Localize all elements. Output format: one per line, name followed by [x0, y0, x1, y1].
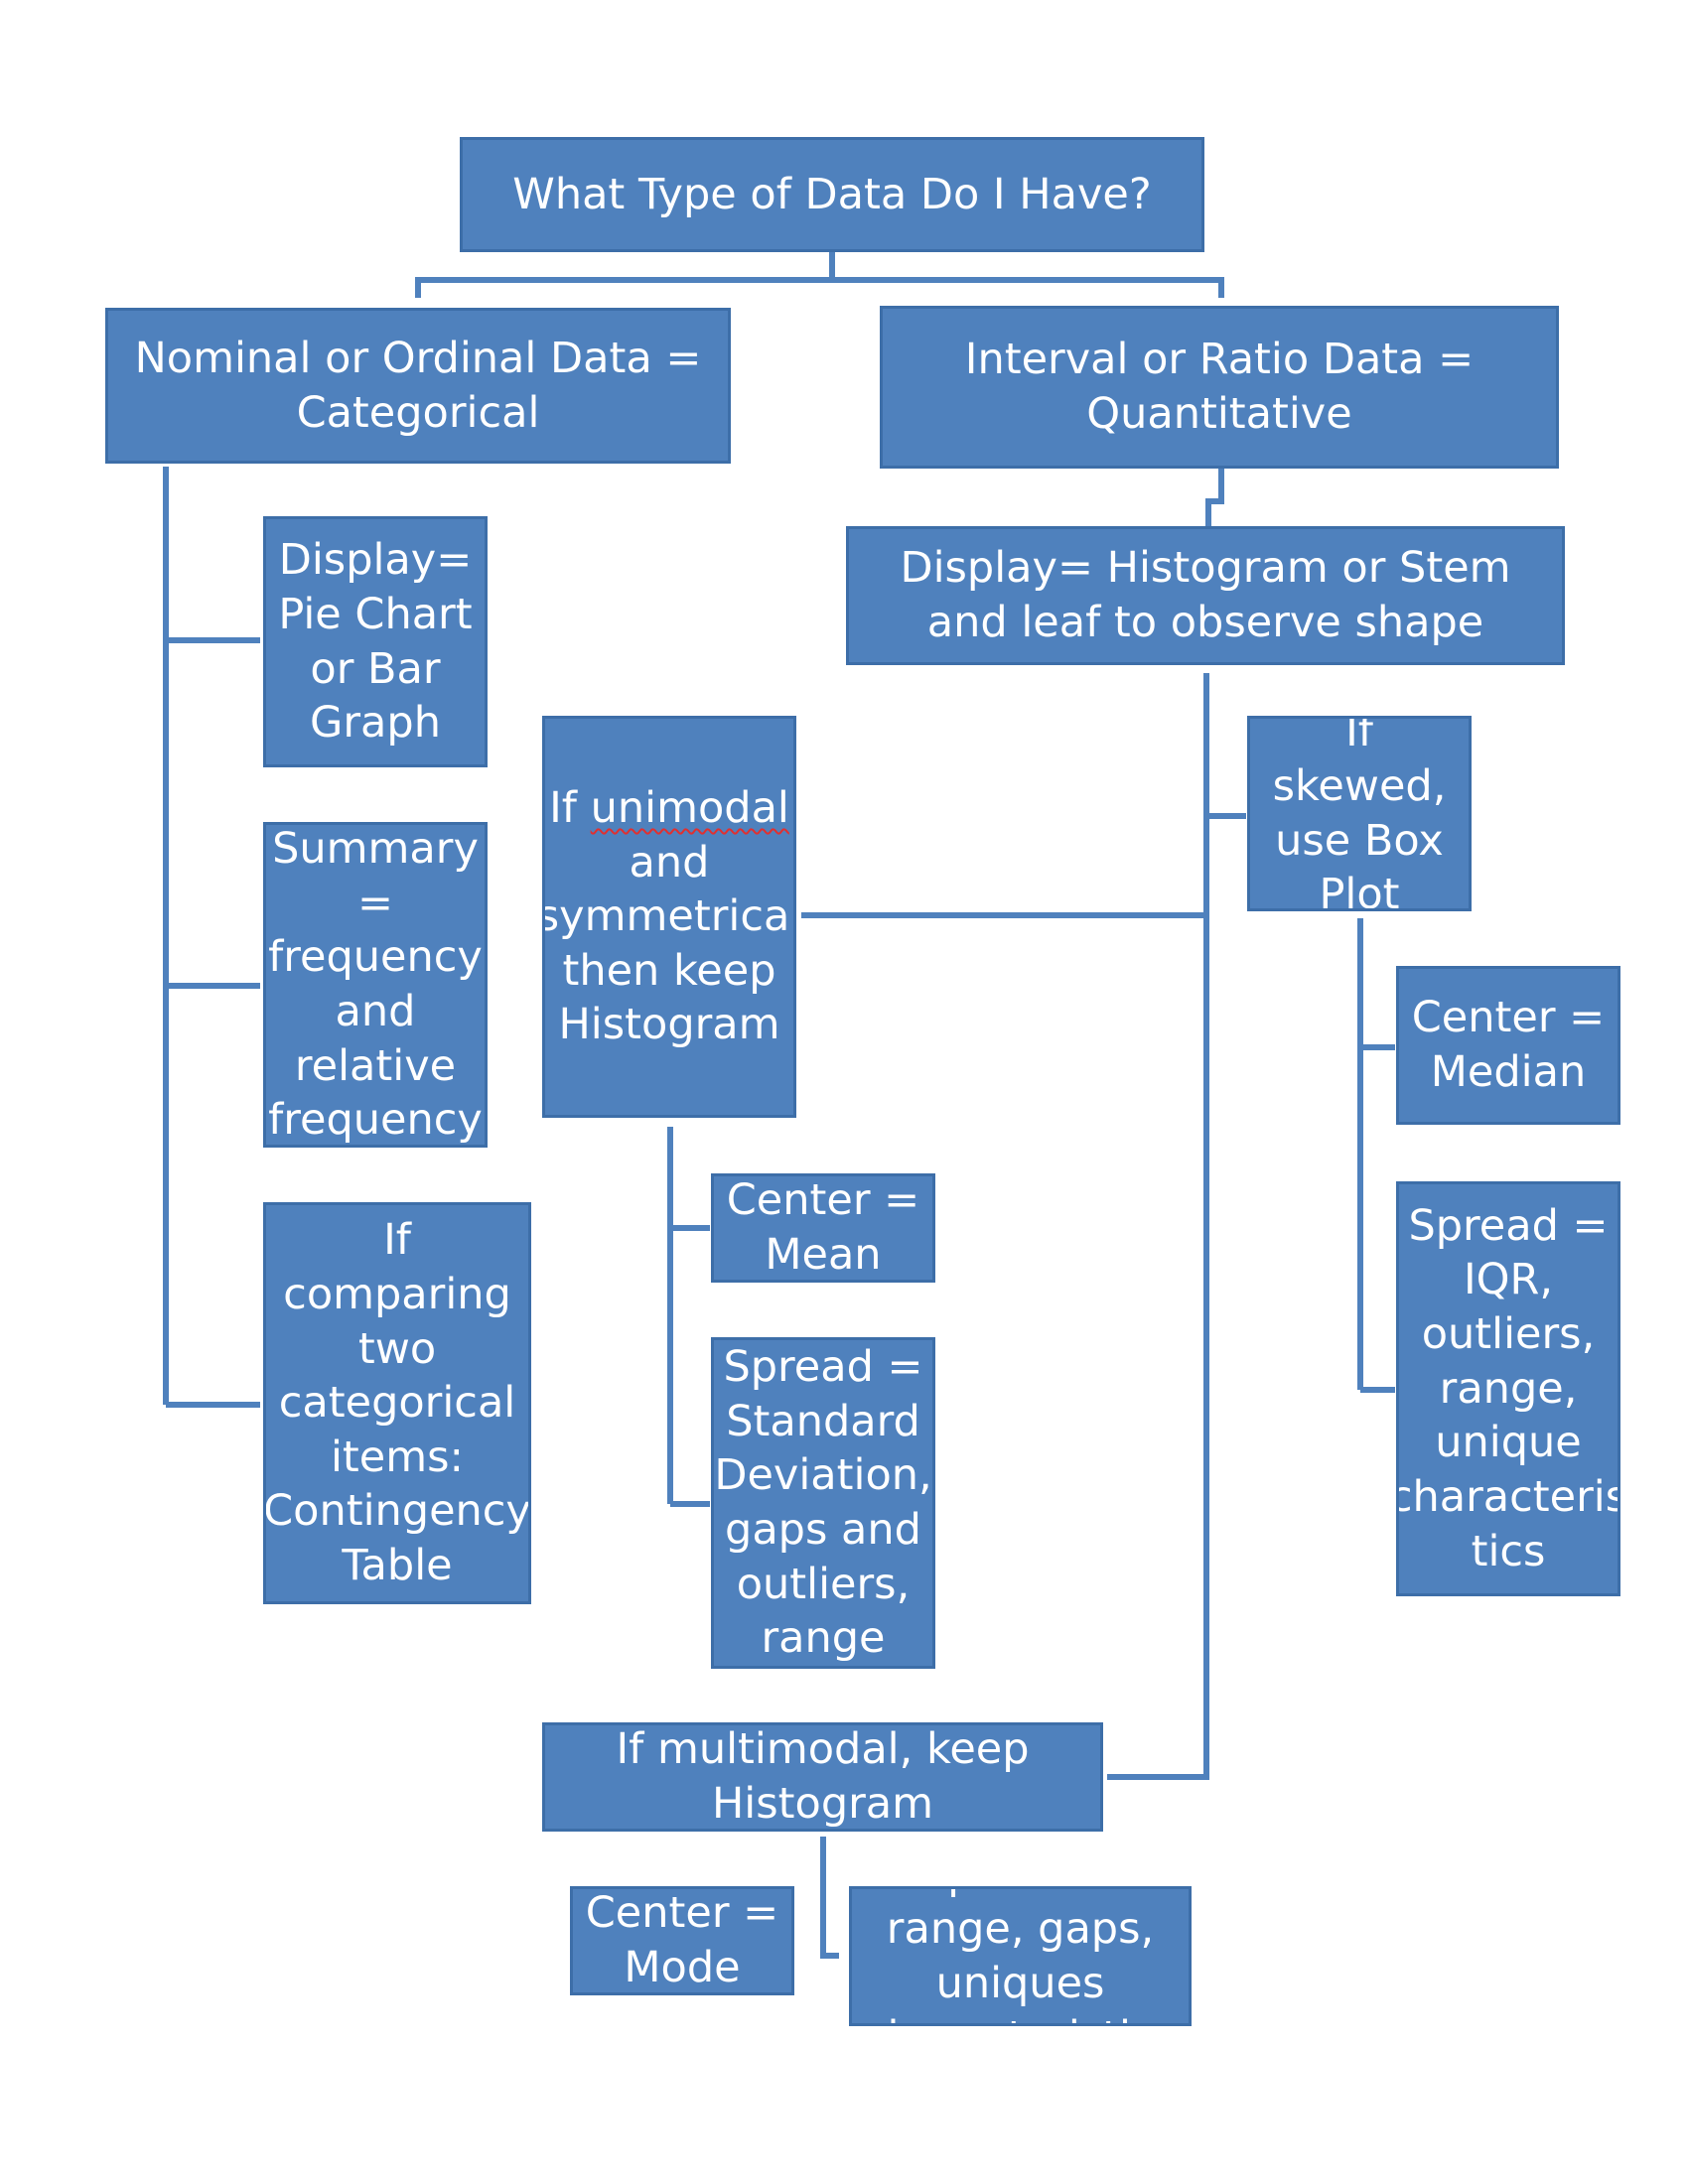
unimodal-label: If unimodal and symmetrical then keep Hi… [542, 781, 796, 1052]
categorical-box: Nominal or Ordinal Data = Categorical [105, 308, 731, 464]
unimodal-pre: If [549, 782, 591, 833]
cat-compare-label: If comparing two categorical items: Cont… [263, 1215, 531, 1591]
skew-spread-box: Spread = IQR, outliers, range, unique ch… [1396, 1181, 1620, 1596]
multi-spread-box: Spread = range, gaps, uniques characteri… [849, 1886, 1192, 2026]
root-label: What Type of Data Do I Have? [512, 169, 1152, 219]
cat-display-label: Display= Pie Chart or Bar Graph [278, 535, 473, 749]
categorical-label: Nominal or Ordinal Data = Categorical [134, 333, 702, 438]
unimodal-post: and symmetrical then keep Histogram [542, 837, 796, 1050]
unimodal-box: If unimodal and symmetrical then keep Hi… [542, 716, 796, 1118]
uni-spread-label: Spread = Standard Deviation, gaps and ou… [714, 1342, 932, 1664]
quantitative-label: Interval or Ratio Data = Quantitative [964, 335, 1475, 439]
uni-center-box: Center = Mean [711, 1173, 935, 1283]
quant-display-connector [1205, 469, 1224, 526]
skewed-label: If skewed, use Box Plot [1272, 716, 1447, 911]
cat-summary-box: Summary = frequency and relative frequen… [263, 822, 488, 1148]
multi-spread-label: Spread = range, gaps, uniques characteri… [864, 1889, 1177, 2023]
quant-display-box: Display= Histogram or Stem and leaf to o… [846, 526, 1565, 665]
root-connector [415, 252, 1224, 298]
multimodal-box: If multimodal, keep Histogram [542, 1722, 1103, 1832]
multi-center-label: Center = Mode [585, 1888, 779, 1992]
skew-center-label: Center = Median [1411, 993, 1606, 1097]
skew-center-box: Center = Median [1396, 966, 1620, 1125]
quant-display-label: Display= Histogram or Stem and leaf to o… [900, 543, 1511, 647]
multimodal-connector [820, 1837, 839, 1959]
cat-summary-label: Summary = frequency and relative frequen… [268, 824, 483, 1146]
quantitative-box: Interval or Ratio Data = Quantitative [880, 306, 1559, 469]
quant-trunk [1107, 673, 1209, 1780]
uni-center-label: Center = Mean [726, 1175, 920, 1280]
skew-spread-label: Spread = IQR, outliers, range, unique ch… [1396, 1200, 1620, 1576]
multimodal-label: If multimodal, keep Histogram [616, 1724, 1030, 1829]
skewed-box: If skewed, use Box Plot [1247, 716, 1472, 911]
uni-spread-box: Spread = Standard Deviation, gaps and ou… [711, 1337, 935, 1669]
root-box: What Type of Data Do I Have? [460, 137, 1204, 252]
multi-center-box: Center = Mode [570, 1886, 794, 1995]
cat-display-box: Display= Pie Chart or Bar Graph [263, 516, 488, 767]
cat-compare-box: If comparing two categorical items: Cont… [263, 1202, 531, 1604]
unimodal-underlined: unimodal [590, 782, 789, 833]
